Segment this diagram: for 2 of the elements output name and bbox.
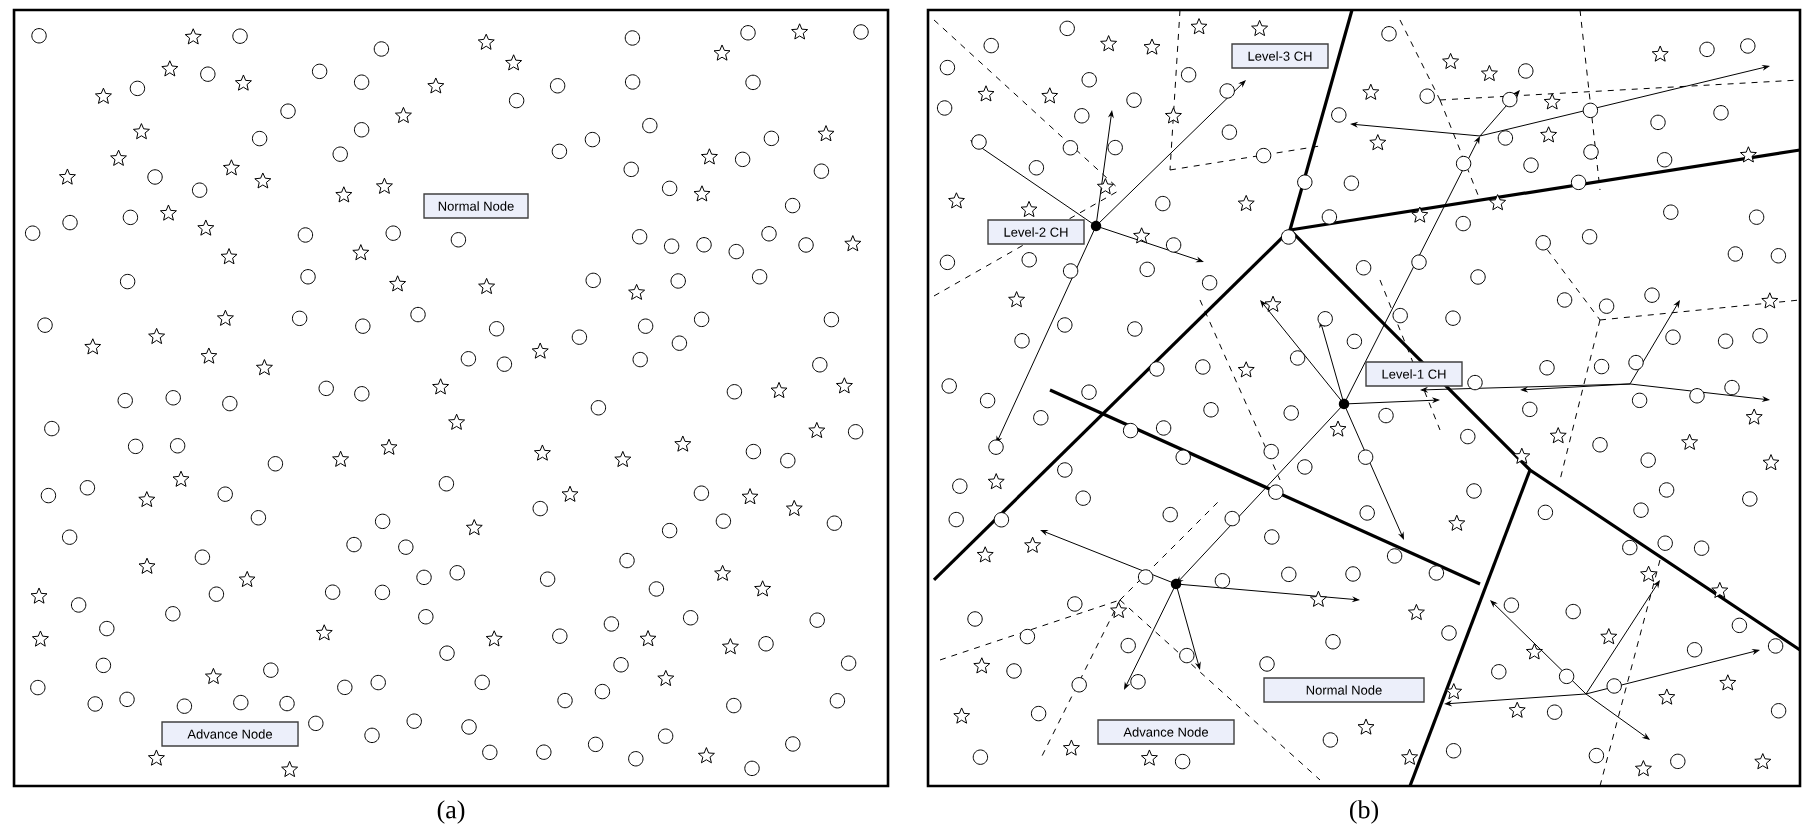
panel-caption: (a) — [437, 800, 465, 824]
panel-caption: (b) — [1350, 800, 1379, 824]
